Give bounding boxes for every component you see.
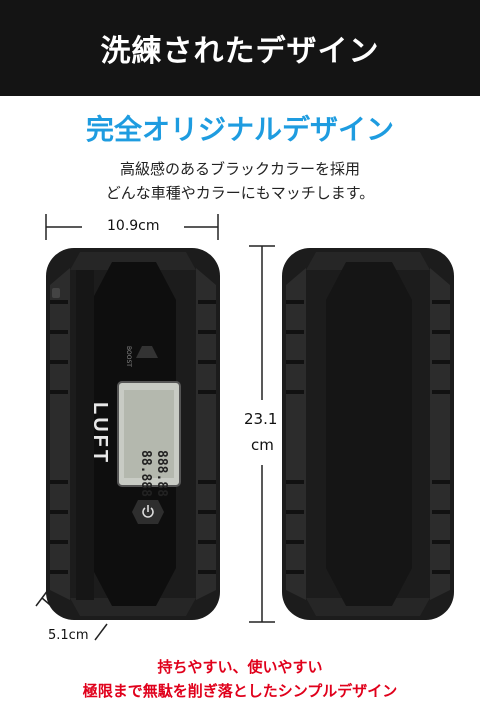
device-back [282,248,454,620]
height-dimension-line [249,245,275,623]
footer-line-1: 持ちやすい、使いやすい [157,658,323,676]
height-value-label: 23.1 [244,410,278,428]
description-line-2: どんな車種やカラーにもマッチします。 [105,184,375,202]
subtitle: 完全オリジナルデザイン [85,113,394,146]
width-label: 10.9cm [107,218,160,234]
device-front [46,248,220,620]
description-line-1: 高級感のあるブラックカラーを採用 [119,160,360,178]
header-banner: 洗練されたデザイン [0,0,480,96]
height-unit-label: cm [251,436,274,454]
depth-label: 5.1cm [48,628,89,643]
power-icon [142,505,154,518]
header-title: 洗練されたデザイン [100,34,380,69]
lcd-readout-2: 88.888 [138,450,153,497]
lcd-readout-1: 888.88 [154,450,169,497]
boost-label: BOOST [125,346,132,367]
brand-logo: LUFT [89,402,111,465]
width-dimension-line [45,214,219,240]
footer-line-2: 極限まで無駄を削ぎ落としたシンプルデザイン [82,682,398,700]
